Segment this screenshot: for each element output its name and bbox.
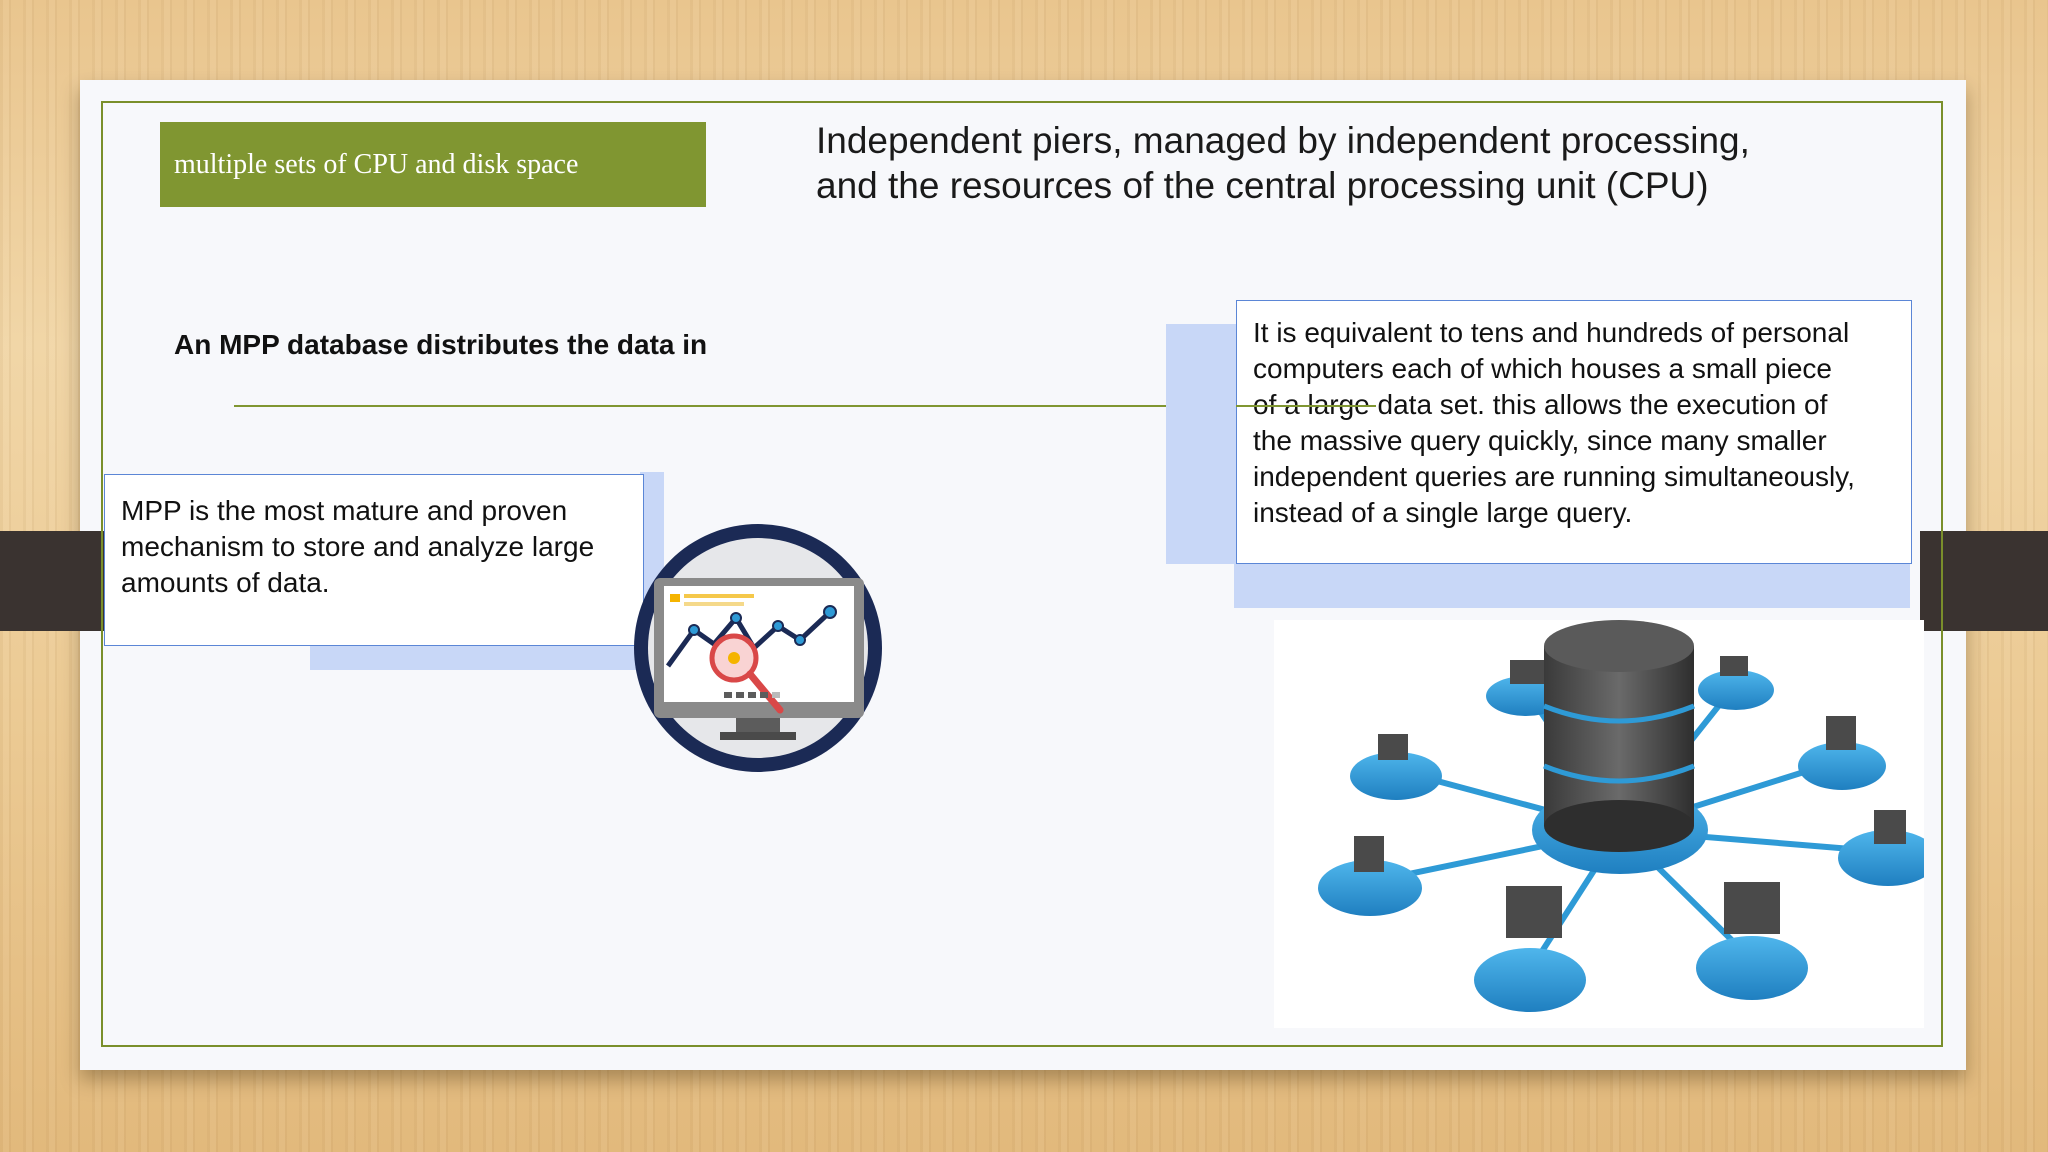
left-card-line: mechanism to store and analyze large <box>121 531 595 562</box>
left-card-shadow-bottom <box>310 644 664 670</box>
right-card-line: instead of a single large query. <box>1253 497 1633 528</box>
left-card-line: MPP is the most mature and proven <box>121 495 568 526</box>
right-card-line: independent queries are running simultan… <box>1253 461 1855 492</box>
slide-frame <box>101 101 1943 1047</box>
headline-line: and the resources of the central process… <box>816 165 1709 206</box>
headline-line: Independent piers, managed by independen… <box>816 120 1750 161</box>
right-card-shadow-bottom <box>1234 562 1910 608</box>
right-card-line: It is equivalent to tens and hundreds of… <box>1253 317 1850 348</box>
left-text-card: MPP is the most mature and proven mechan… <box>104 474 644 646</box>
right-card-line: computers each of which houses a small p… <box>1253 353 1832 384</box>
section-label: multiple sets of CPU and disk space <box>160 122 706 207</box>
analytics-monitor-icon <box>634 524 882 772</box>
subheading: An MPP database distributes the data in <box>174 329 708 360</box>
headline: Independent piers, managed by independen… <box>816 118 1816 208</box>
right-card-line: of a large data set. this allows the exe… <box>1253 389 1828 420</box>
divider-line-overlay <box>1236 405 1376 407</box>
right-card-shadow-left <box>1166 324 1238 564</box>
database-network-illustration <box>1274 620 1924 1028</box>
right-card-line: the massive query quickly, since many sm… <box>1253 425 1827 456</box>
divider-line <box>234 405 1167 407</box>
section-label-text: multiple sets of CPU and disk space <box>174 148 579 180</box>
right-text-card: It is equivalent to tens and hundreds of… <box>1236 300 1912 564</box>
left-card-line: amounts of data. <box>121 567 330 598</box>
